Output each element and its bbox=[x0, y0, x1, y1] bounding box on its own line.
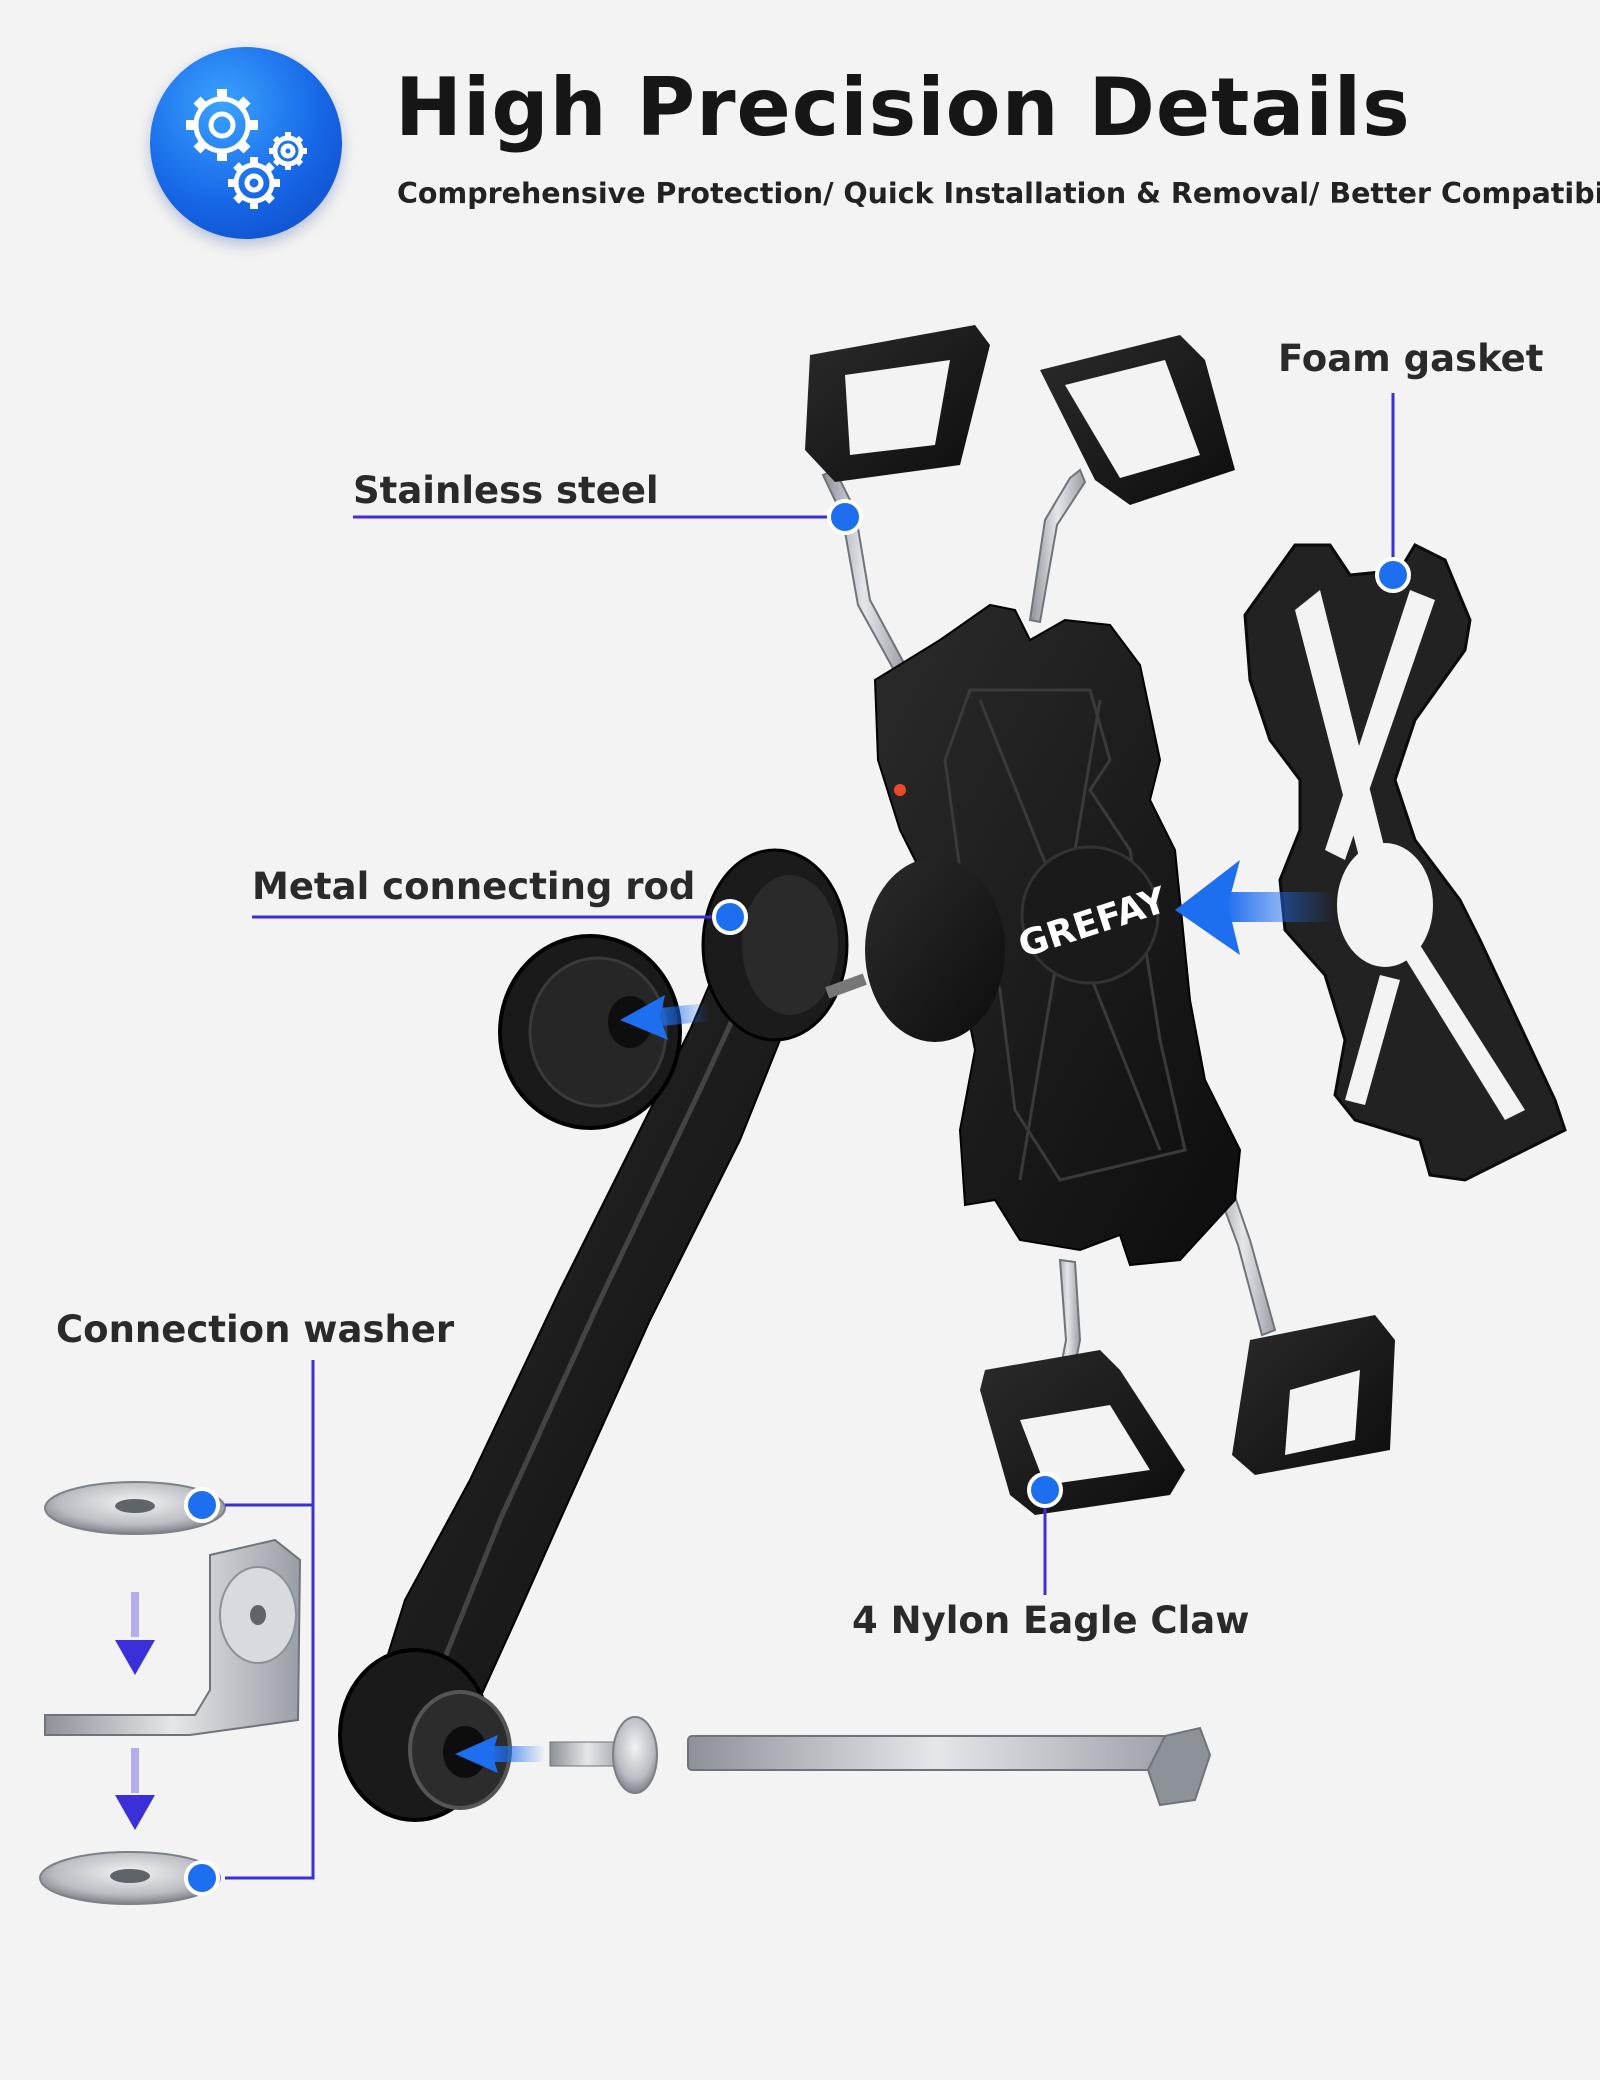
leader-lines bbox=[225, 393, 1395, 1880]
callout-foam-gasket: Foam gasket bbox=[1278, 337, 1544, 380]
callout-nylon-eagle-claw: 4 Nylon Eagle Claw bbox=[852, 1599, 1250, 1642]
arrow-knob bbox=[620, 995, 711, 1040]
foam-gasket bbox=[1243, 543, 1567, 1182]
callout-metal-connecting-rod: Metal connecting rod bbox=[252, 865, 696, 908]
hex-key bbox=[687, 1726, 1212, 1807]
bottom-clamp-knob bbox=[338, 1648, 512, 1822]
ball-joint bbox=[865, 858, 1005, 1042]
claw-bottom-right bbox=[1232, 1315, 1395, 1475]
l-bracket bbox=[44, 1538, 302, 1736]
gears-badge bbox=[150, 47, 342, 239]
claw-bottom-left bbox=[980, 1350, 1185, 1515]
page-title: High Precision Details bbox=[395, 61, 1411, 154]
washer-top bbox=[44, 1481, 226, 1535]
claw-top-left bbox=[805, 325, 990, 482]
dot-washer-top bbox=[184, 1487, 220, 1523]
metal-connecting-rod bbox=[378, 848, 867, 1722]
callout-dots bbox=[184, 499, 1411, 1896]
dot-foam-gasket bbox=[1375, 557, 1411, 593]
page-subtitle: Comprehensive Protection/ Quick Installa… bbox=[397, 177, 1600, 210]
locking-knob bbox=[498, 934, 682, 1130]
arrow-bolt bbox=[455, 1735, 545, 1773]
callout-connection-washer: Connection washer bbox=[56, 1308, 455, 1351]
upper-left-steel-arm bbox=[821, 468, 907, 674]
down-arrow-icon bbox=[115, 1592, 155, 1675]
callout-stainless-steel: Stainless steel bbox=[353, 469, 659, 512]
gears-icon bbox=[186, 89, 307, 209]
dot-washer-bottom bbox=[184, 1860, 220, 1896]
hex-bolt bbox=[549, 1716, 658, 1794]
dot-eagle-claw bbox=[1027, 1472, 1063, 1508]
down-arrow-icon bbox=[115, 1748, 155, 1830]
upper-right-steel-arm bbox=[1028, 468, 1087, 624]
dot-metal-rod bbox=[712, 899, 748, 935]
leader-washer bbox=[225, 1503, 315, 1880]
arrow-gasket-to-body bbox=[1175, 860, 1335, 955]
claw-top-right bbox=[1040, 335, 1235, 505]
dot-stainless-steel bbox=[827, 499, 863, 535]
